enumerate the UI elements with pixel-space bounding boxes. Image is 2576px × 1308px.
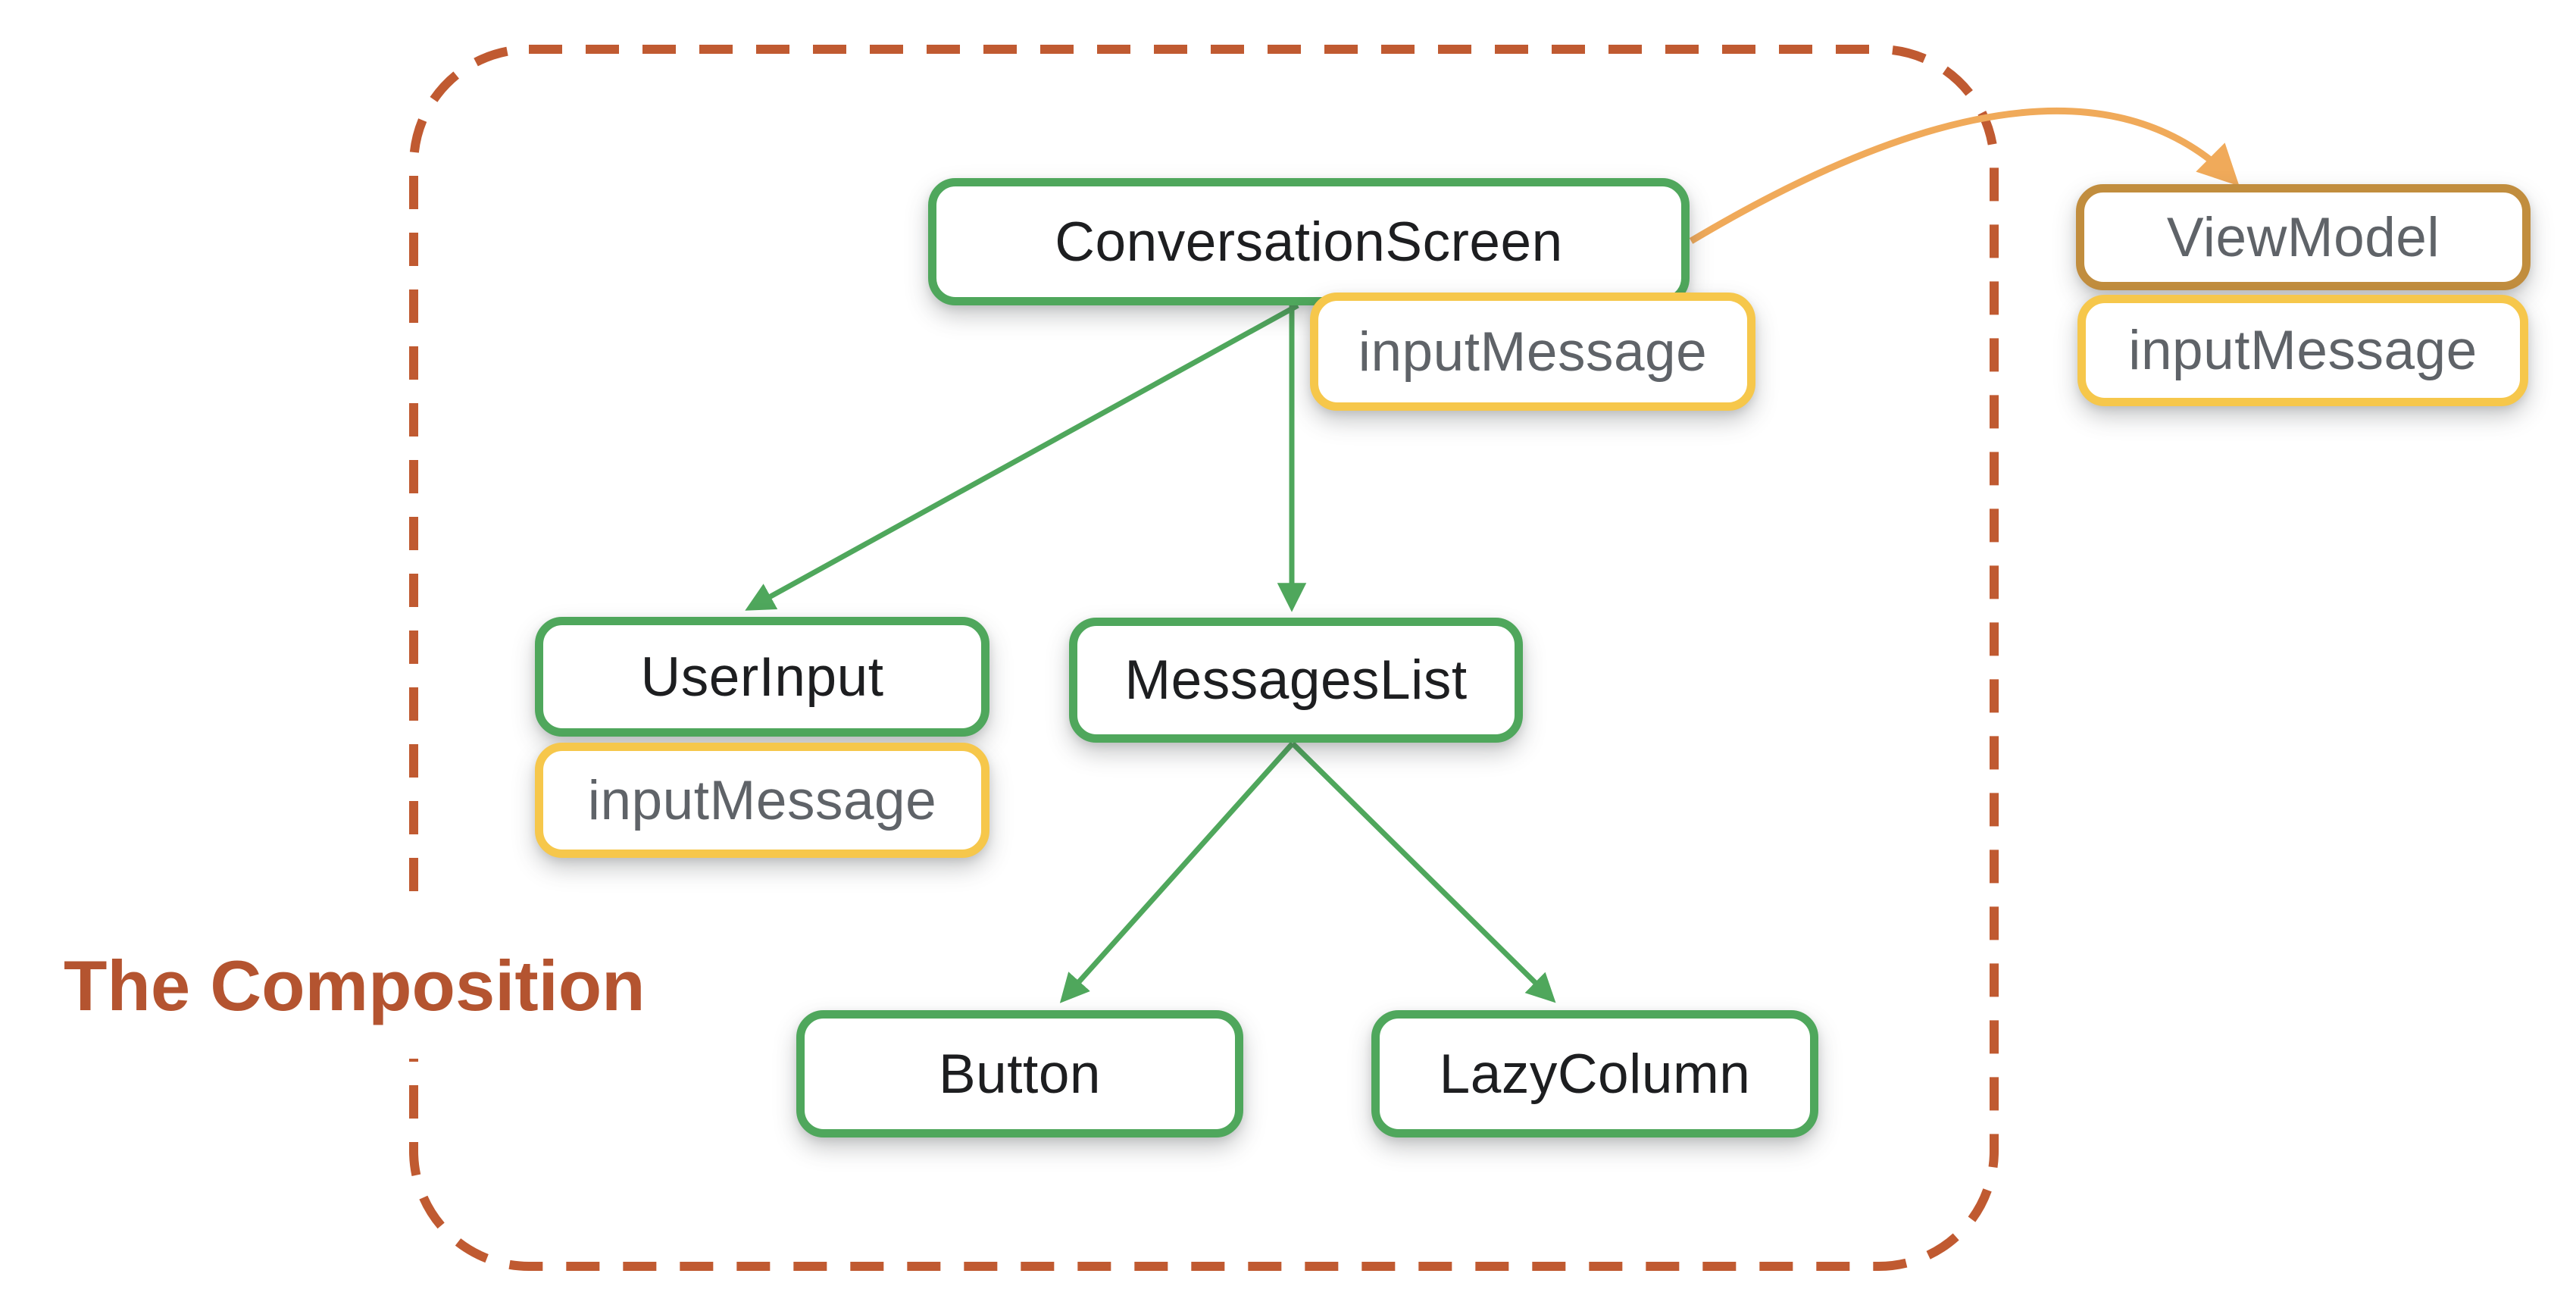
node-viewmodel-state-inputmessage: inputMessage — [2077, 295, 2528, 406]
node-userinput: UserInput — [535, 617, 989, 737]
node-lazycolumn: LazyColumn — [1371, 1010, 1818, 1137]
state-label: inputMessage — [1358, 321, 1708, 383]
node-conversationscreen: ConversationScreen — [928, 178, 1690, 305]
state-label: inputMessage — [587, 769, 937, 831]
node-messageslist-label: MessagesList — [1124, 649, 1468, 711]
node-viewmodel-label: ViewModel — [2166, 206, 2440, 268]
node-userinput-state-inputmessage: inputMessage — [535, 743, 989, 858]
node-button: Button — [796, 1010, 1243, 1137]
composition-boundary — [409, 45, 1999, 1271]
edge-messageslist-lazycolumn — [1290, 741, 1556, 1003]
node-button-label: Button — [938, 1043, 1102, 1105]
diagram-title: The Composition — [53, 913, 656, 1059]
node-conversationscreen-state-inputmessage: inputMessage — [1310, 293, 1755, 411]
node-viewmodel: ViewModel — [2076, 184, 2531, 290]
node-conversationscreen-label: ConversationScreen — [1055, 211, 1563, 273]
node-lazycolumn-label: LazyColumn — [1439, 1043, 1751, 1105]
node-messageslist: MessagesList — [1069, 618, 1523, 743]
edge-messageslist-button — [1059, 741, 1295, 1003]
state-label: inputMessage — [2128, 320, 2478, 381]
edge-conversationscreen-userinput — [745, 302, 1299, 611]
edge-conversationscreen-viewmodel — [1689, 107, 2240, 244]
node-userinput-label: UserInput — [640, 646, 884, 708]
